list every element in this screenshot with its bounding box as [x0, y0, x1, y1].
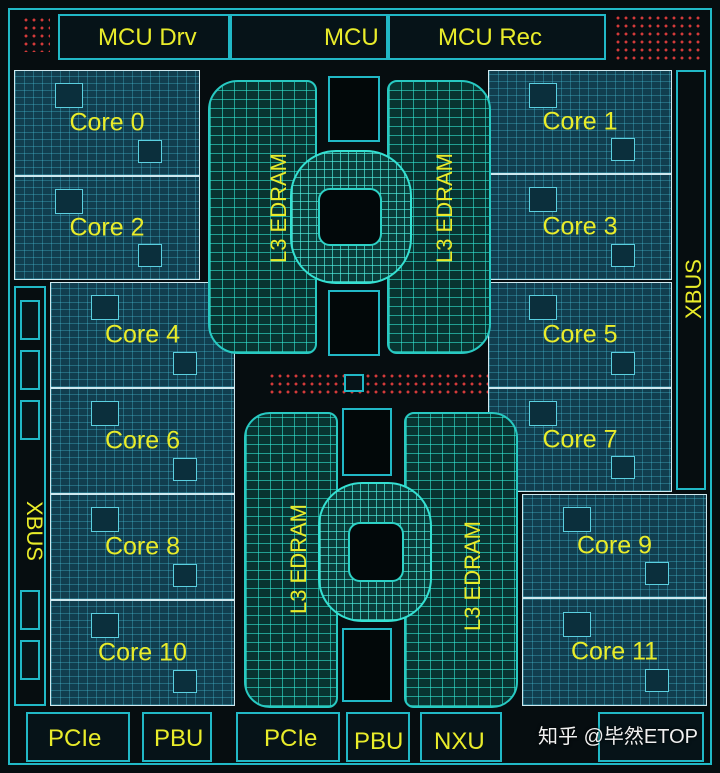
- watermark: 知乎 @毕然ETOP: [538, 726, 698, 748]
- xbus-left-label: XBUS: [21, 501, 47, 561]
- core-8-unit-b: [173, 563, 198, 587]
- core-1-label: Core 1: [542, 107, 618, 136]
- l3-edram-bottom-right-label: L3 EDRAM: [460, 520, 486, 632]
- core-8: Core 8: [50, 494, 235, 600]
- pcie-left-label: PCIe: [48, 725, 102, 752]
- bottom-right-block: [598, 712, 704, 762]
- core-9-label: Core 9: [576, 531, 653, 560]
- core-6-unit-b: [173, 457, 198, 481]
- l3-top-hub-core: [318, 188, 382, 246]
- xbus-left-block: [14, 286, 46, 706]
- core-2-unit-b: [138, 244, 163, 267]
- core-6-label: Core 6: [104, 426, 181, 455]
- core-0-label: Core 0: [69, 108, 145, 137]
- core-9-unit-b: [645, 562, 670, 585]
- core-3-unit-b: [610, 243, 635, 267]
- core-10-unit-a: [91, 613, 119, 639]
- nxu-block: NXU: [420, 712, 502, 762]
- red-test-pads-top-right: [614, 14, 704, 60]
- xbus-left-pad-2: [20, 350, 40, 390]
- pcie-mid-block: PCIe: [236, 712, 340, 762]
- pbu-left-label: PBU: [154, 725, 204, 752]
- core-0-unit-b: [138, 139, 163, 163]
- xbus-left-pad-5: [20, 640, 40, 680]
- red-test-pads-center: [268, 372, 488, 394]
- core-5-unit-a: [529, 295, 557, 321]
- top-control-block-lower: [328, 290, 380, 356]
- pbu-left-block: PBU: [142, 712, 212, 762]
- core-4-unit-a: [91, 295, 119, 321]
- xbus-left-pad-1: [20, 300, 40, 340]
- core-9: Core 9: [522, 494, 707, 598]
- pbu-mid-block: PBU: [346, 712, 410, 762]
- pbu-mid-label: PBU: [354, 728, 404, 755]
- red-test-pads-top-left: [22, 16, 50, 52]
- core-10-unit-b: [173, 669, 198, 693]
- mcu-block: MCU: [230, 14, 388, 60]
- core-9-unit-a: [563, 507, 591, 532]
- core-2: Core 2: [14, 176, 200, 280]
- pcie-mid-label: PCIe: [264, 725, 318, 752]
- l3-edram-bottom-right-array: [404, 412, 518, 708]
- xbus-left-pad-4: [20, 590, 40, 630]
- core-3-unit-a: [529, 187, 557, 213]
- core-11-unit-a: [563, 611, 591, 638]
- core-0: Core 0: [14, 70, 200, 176]
- core-7: Core 7: [488, 388, 672, 492]
- core-10-label: Core 10: [98, 638, 187, 667]
- core-6: Core 6: [50, 388, 235, 494]
- l3-edram-top-right-label: L3 EDRAM: [432, 152, 458, 264]
- xbus-right-block: [676, 70, 706, 490]
- bottom-control-block-lower: [342, 628, 392, 702]
- core-2-unit-a: [55, 189, 84, 214]
- core-4-label: Core 4: [104, 320, 181, 349]
- core-7-unit-a: [529, 401, 557, 426]
- core-7-label: Core 7: [542, 425, 618, 454]
- mcu-rec-label: MCU Rec: [438, 24, 543, 51]
- mcu-drv-label: MCU Drv: [98, 24, 197, 51]
- core-7-unit-b: [610, 456, 635, 479]
- l3-bottom-hub-core: [348, 522, 404, 582]
- core-3: Core 3: [488, 174, 672, 280]
- core-11-unit-b: [645, 669, 670, 693]
- mcu-label: MCU: [324, 24, 379, 51]
- die-outline: [8, 8, 712, 765]
- mcu-drv-block: MCU Drv: [58, 14, 230, 60]
- core-10: Core 10: [50, 600, 235, 706]
- core-1-unit-b: [610, 138, 635, 161]
- l3-edram-top-left-label: L3 EDRAM: [266, 152, 292, 264]
- core-8-label: Core 8: [104, 532, 181, 561]
- l3-top-hub: [290, 150, 412, 284]
- bottom-control-block-upper: [342, 408, 392, 476]
- core-1-unit-a: [529, 83, 557, 108]
- pcie-left-block: PCIe: [26, 712, 130, 762]
- core-11: Core 11: [522, 598, 707, 706]
- core-3-label: Core 3: [542, 212, 618, 241]
- core-8-unit-a: [91, 507, 119, 533]
- top-control-block-upper: [328, 76, 380, 142]
- core-6-unit-a: [91, 401, 119, 427]
- nxu-label: NXU: [434, 728, 485, 755]
- core-5-label: Core 5: [542, 320, 618, 349]
- xbus-left-pad-3: [20, 400, 40, 440]
- core-11-label: Core 11: [570, 637, 659, 666]
- core-0-unit-a: [55, 83, 84, 109]
- core-4-unit-b: [173, 351, 198, 375]
- core-4: Core 4: [50, 282, 235, 388]
- core-2-label: Core 2: [69, 213, 145, 242]
- mcu-rec-block: MCU Rec: [388, 14, 606, 60]
- core-1: Core 1: [488, 70, 672, 174]
- center-pad-block: [344, 374, 364, 392]
- l3-edram-bottom-left-label: L3 EDRAM: [286, 503, 312, 615]
- core-5-unit-b: [610, 351, 635, 375]
- xbus-right-label: XBUS: [680, 259, 706, 319]
- core-5: Core 5: [488, 282, 672, 388]
